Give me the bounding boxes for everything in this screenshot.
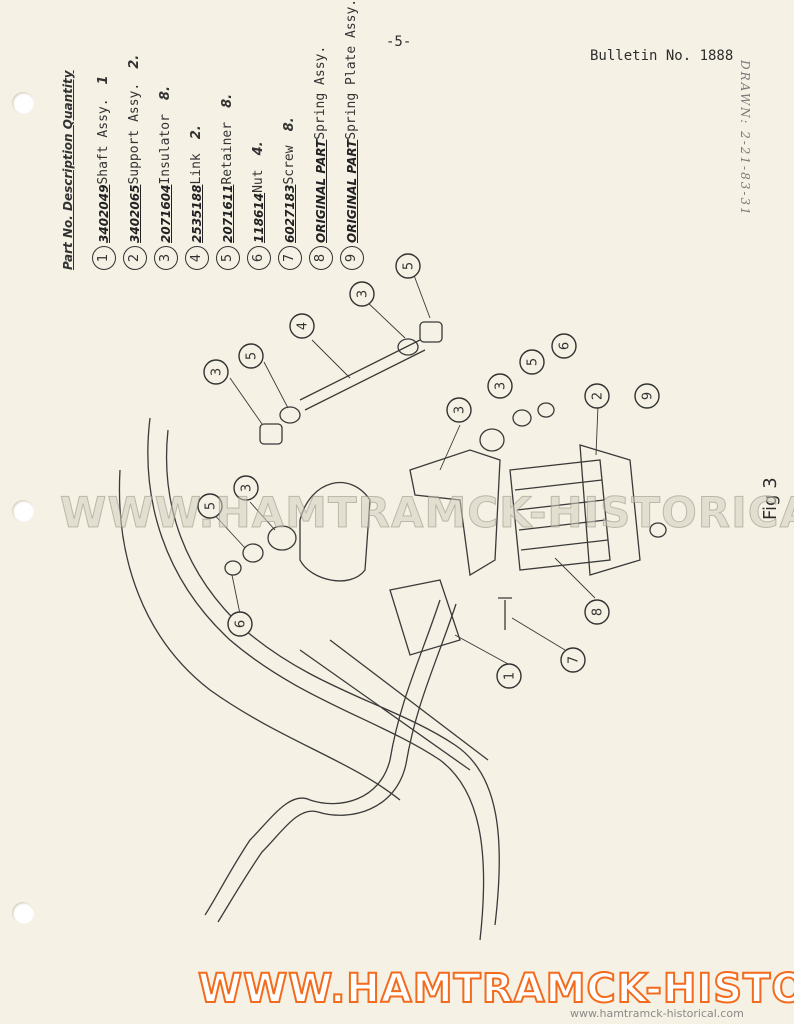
- leader-line: [229, 377, 263, 425]
- callout-bubble: 9: [634, 383, 660, 409]
- nut-shape: [649, 522, 667, 538]
- callout-label: 3: [210, 368, 225, 376]
- leader-line: [311, 339, 351, 379]
- leader-line: [364, 299, 406, 339]
- callout-bubble: 3: [446, 397, 472, 423]
- callout-bubble: 3: [203, 359, 229, 385]
- callout-bubble: 6: [227, 611, 253, 637]
- leader-line: [554, 557, 596, 599]
- insulator-shape: [267, 525, 297, 551]
- callout-label: 3: [453, 406, 468, 414]
- callout-label: 6: [558, 342, 573, 350]
- frame-rail-line: [147, 417, 485, 941]
- link-rod: [304, 349, 426, 411]
- callout-bubble: 4: [289, 313, 315, 339]
- watermark-center: WWW.HAMTRAMCK-HISTORICAL.COM: [60, 488, 794, 538]
- callout-label: 3: [494, 382, 509, 390]
- callout-bubble: 2: [584, 383, 610, 409]
- spring-plate: [579, 444, 641, 576]
- frame-rail-line: [118, 469, 401, 801]
- binder-hole: [12, 92, 34, 114]
- frame-rail-line: [329, 639, 489, 761]
- stabilizer-bar: [204, 599, 441, 916]
- leader-line: [263, 361, 289, 409]
- shaft-body: [299, 482, 371, 582]
- insulator-shape: [259, 423, 283, 445]
- callout-bubble: 3: [349, 281, 375, 307]
- callout-label: 1: [503, 672, 518, 680]
- callout-label: 4: [296, 322, 311, 330]
- binder-hole: [12, 500, 34, 522]
- callout-label: 2: [591, 392, 606, 400]
- callout-label: 7: [567, 656, 582, 664]
- spring-pack: [518, 519, 607, 531]
- binder-hole: [12, 902, 34, 924]
- callout-label: 5: [402, 262, 417, 270]
- leader-line: [411, 269, 431, 319]
- callout-label: 5: [526, 358, 541, 366]
- leader-line: [454, 634, 511, 666]
- stabilizer-bar: [217, 603, 457, 923]
- callout-bubble: 7: [560, 647, 586, 673]
- shaft-mount: [389, 579, 461, 656]
- callout-bubble: 1: [496, 663, 522, 689]
- callout-bubble: 5: [238, 343, 264, 369]
- callout-label: 5: [245, 352, 260, 360]
- callout-bubble: 8: [584, 599, 610, 625]
- link-rod: [299, 339, 421, 401]
- insulator-shape: [479, 428, 505, 452]
- leader-line: [511, 617, 566, 651]
- callout-bubble: 3: [487, 373, 513, 399]
- leader-line: [231, 574, 241, 615]
- callout-bubble: 5: [197, 493, 223, 519]
- watermark-url: www.hamtramck-historical.com: [570, 1007, 744, 1020]
- spring-pack: [520, 539, 609, 551]
- retainer-shape: [242, 543, 264, 563]
- retainer-shape: [279, 406, 301, 424]
- screw-shape: [498, 597, 512, 630]
- callout-bubble: 6: [551, 333, 577, 359]
- callout-bubble: 5: [519, 349, 545, 375]
- frame-rail-line: [299, 649, 471, 771]
- insulator-shape: [419, 321, 443, 343]
- callout-label: 3: [240, 484, 255, 492]
- retainer-shape: [512, 409, 532, 427]
- spring-pack: [509, 459, 611, 571]
- callout-label: 6: [234, 620, 249, 628]
- callout-bubble: 5: [395, 253, 421, 279]
- spring-pack: [516, 499, 605, 511]
- nut-shape: [224, 560, 242, 576]
- watermark-bottom: WWW.HAMTRAMCK-HISTORICAL.COM: [197, 965, 794, 1013]
- leader-line: [249, 501, 276, 531]
- nut-shape: [537, 402, 555, 418]
- callout-label: 3: [356, 290, 371, 298]
- support-bracket: [409, 449, 501, 577]
- callout-label: 8: [591, 608, 606, 616]
- leader-line: [595, 404, 599, 456]
- frame-rail-line: [165, 429, 500, 926]
- leader-line: [439, 424, 461, 471]
- callout-label: 9: [641, 392, 656, 400]
- callout-label: 5: [204, 502, 219, 510]
- retainer-shape: [397, 338, 419, 356]
- bulletin-number: Bulletin No. 1888: [590, 48, 734, 64]
- callout-bubble: 3: [233, 475, 259, 501]
- spring-pack: [514, 479, 603, 491]
- page-number: -5-: [386, 34, 412, 50]
